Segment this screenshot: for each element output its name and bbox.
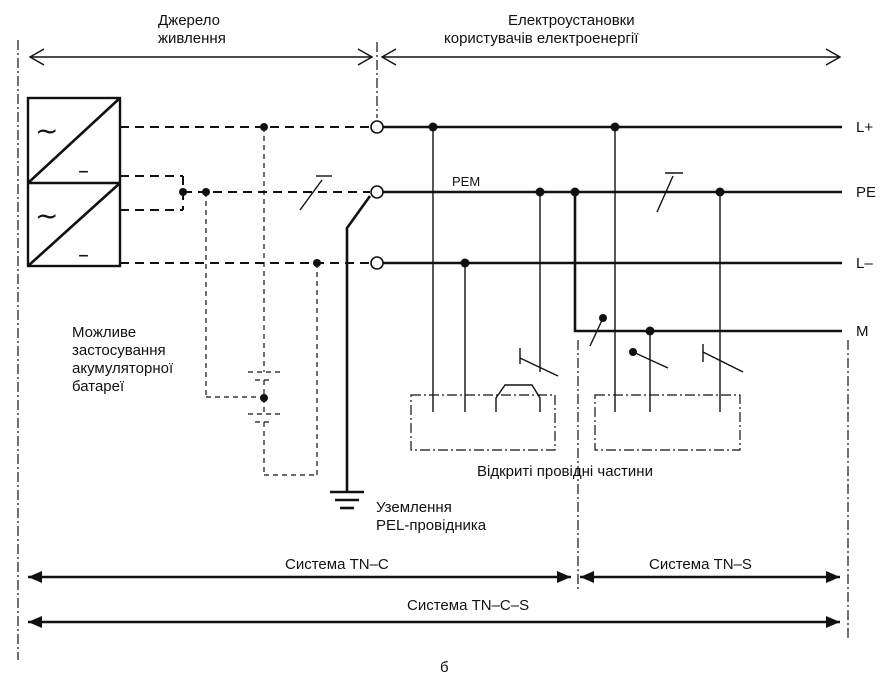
source-label-line2: живлення xyxy=(158,30,226,47)
grounding-label-line1: Уземлення xyxy=(376,499,452,516)
battery-note-line2: застосування xyxy=(72,342,166,359)
source-label-line1: Джерело xyxy=(158,12,220,29)
label-m: M xyxy=(856,323,869,340)
top-range-arrows xyxy=(28,48,842,66)
source-dashed-wires xyxy=(120,123,370,267)
consumers-label-line1: Електроустановки xyxy=(508,12,635,29)
battery-branch xyxy=(205,127,318,476)
label-pe: PE xyxy=(856,184,876,201)
terminal-pe xyxy=(370,185,384,199)
power-source: ~ – ~ – xyxy=(26,96,122,268)
source-switch xyxy=(299,175,332,211)
main-conductors: L+ PE L– M PEM xyxy=(370,119,876,340)
system-ranges: Система TN–C Система TN–S Система TN–C–S xyxy=(28,556,840,628)
label-l-plus: L+ xyxy=(856,119,873,136)
source-header: Джерело живлення xyxy=(158,12,226,47)
exposed-parts-label: Відкриті провідні частини xyxy=(477,463,653,480)
pe-switch-right xyxy=(656,172,683,213)
terminal-l-plus xyxy=(370,120,384,134)
exposed-parts-boxes: Відкриті провідні частини xyxy=(410,394,741,480)
figure-caption: б xyxy=(440,659,449,676)
consumers-label-line2: користувачів електроенергії xyxy=(444,30,639,47)
system-tn-c-label: Система TN–C xyxy=(285,556,389,573)
dc-symbol-top: – xyxy=(78,159,89,184)
conductor-m xyxy=(573,192,842,333)
dc-symbol-bottom: – xyxy=(78,243,89,268)
consumer-right-taps xyxy=(589,122,744,412)
battery-note-line1: Можливе xyxy=(72,324,136,341)
grounding-label-line2: PEL-провідника xyxy=(376,517,487,534)
grounding: Уземлення PEL-провідника xyxy=(330,195,487,534)
label-pem: PEM xyxy=(452,174,480,189)
battery-note-line3: акумуляторної xyxy=(72,360,174,377)
system-tn-s-label: Система TN–S xyxy=(649,556,752,573)
battery-note: Можливе застосування акумуляторної батар… xyxy=(72,324,174,395)
consumers-header: Електроустановки користувачів електроене… xyxy=(444,12,639,47)
system-tn-c-s-label: Система TN–C–S xyxy=(407,597,529,614)
boundary-lines xyxy=(17,40,849,660)
ac-symbol-top: ~ xyxy=(35,114,58,147)
consumer-left-taps xyxy=(428,122,559,412)
terminal-l-minus xyxy=(370,256,384,270)
label-l-minus: L– xyxy=(856,255,873,272)
ac-symbol-bottom: ~ xyxy=(35,199,58,232)
battery-note-line4: батареї xyxy=(72,378,125,395)
